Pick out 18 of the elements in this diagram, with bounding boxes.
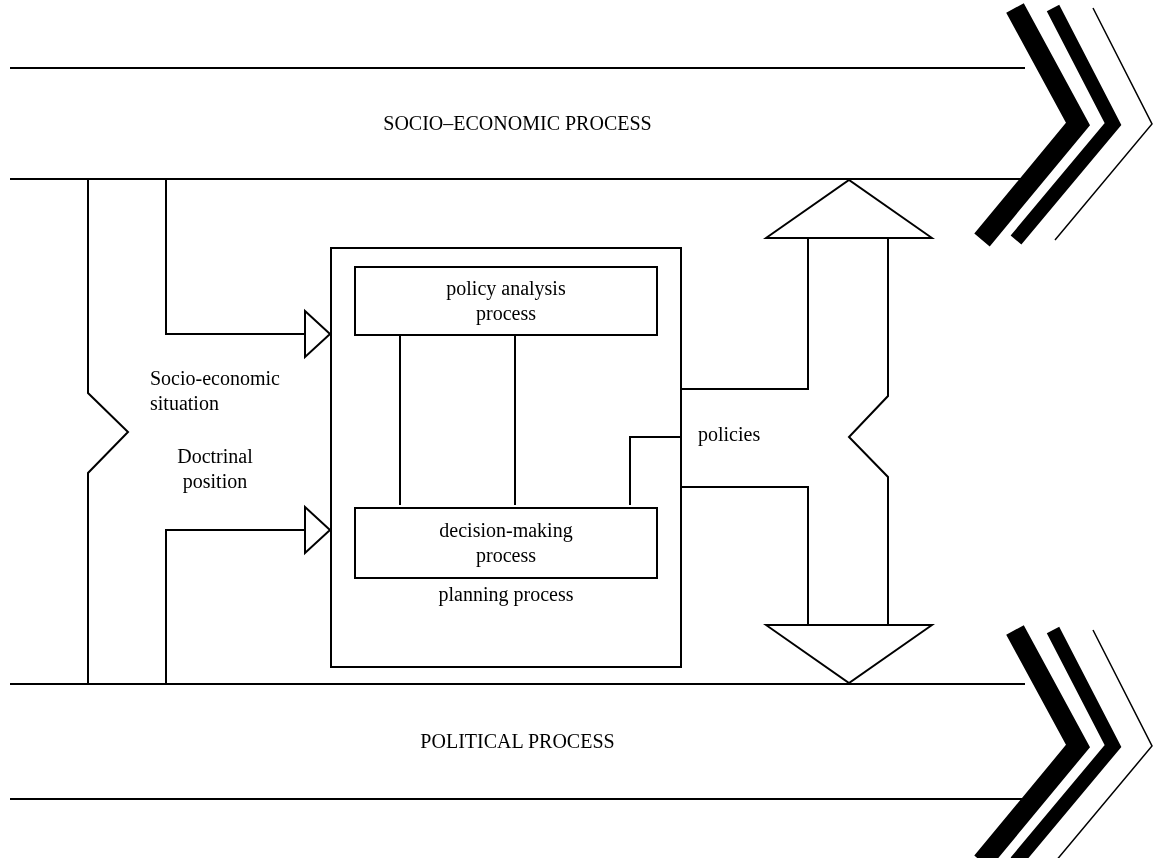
container-box — [330, 247, 682, 668]
edge-label: Socio-economic situation — [150, 366, 281, 416]
process-box — [354, 507, 658, 579]
band-label: POLITICAL PROCESS — [419, 729, 616, 754]
flow-arrow — [681, 486, 933, 684]
band-label: SOCIO–ECONOMIC PROCESS — [382, 111, 653, 136]
flow-arrow — [165, 506, 331, 684]
edge-label: Doctrinal position — [176, 444, 254, 494]
box-label: policy analysis process — [445, 276, 567, 326]
edge-label: policies — [698, 422, 762, 447]
process-band — [10, 67, 1025, 180]
container-label: planning process — [437, 582, 575, 608]
flow-arrow — [165, 179, 331, 358]
process-band — [10, 683, 1025, 800]
process-box — [354, 266, 658, 336]
box-label: decision-making process — [438, 518, 574, 568]
flow-arrow — [681, 179, 933, 390]
connector-line — [629, 436, 683, 506]
